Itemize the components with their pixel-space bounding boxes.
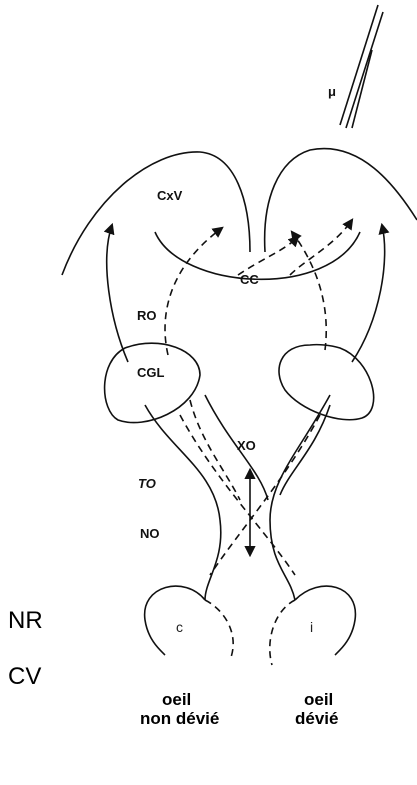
cxv-label: CxV — [157, 188, 183, 203]
nr-row-label: NR — [8, 607, 43, 634]
cgl-label: CGL — [137, 365, 165, 380]
right-eye-caption-line1: oeil — [304, 690, 333, 709]
optic-radiations-solid — [107, 225, 385, 362]
visual-cortex-outline — [62, 149, 417, 275]
left-eye-caption-line1: oeil — [162, 690, 191, 709]
xo-label: XO — [237, 438, 256, 453]
nr-right-letter: i — [310, 619, 313, 635]
mu-beam-lines — [340, 5, 383, 128]
optic-tracts-solid — [145, 395, 330, 600]
right-eye-caption-line2: dévié — [295, 709, 338, 728]
no-label: NO — [140, 526, 160, 541]
ro-label: RO — [137, 308, 157, 323]
mu-label: μ — [328, 84, 336, 99]
cc-label: CC — [240, 272, 259, 287]
to-label: TO — [138, 476, 156, 491]
optic-radiations-dashed — [165, 220, 352, 355]
nr-left-letter: c — [176, 619, 183, 635]
lateral-geniculate-bodies — [105, 343, 374, 422]
cv-row-label: CV — [8, 663, 41, 690]
left-eye-caption-line2: non dévié — [140, 709, 219, 728]
